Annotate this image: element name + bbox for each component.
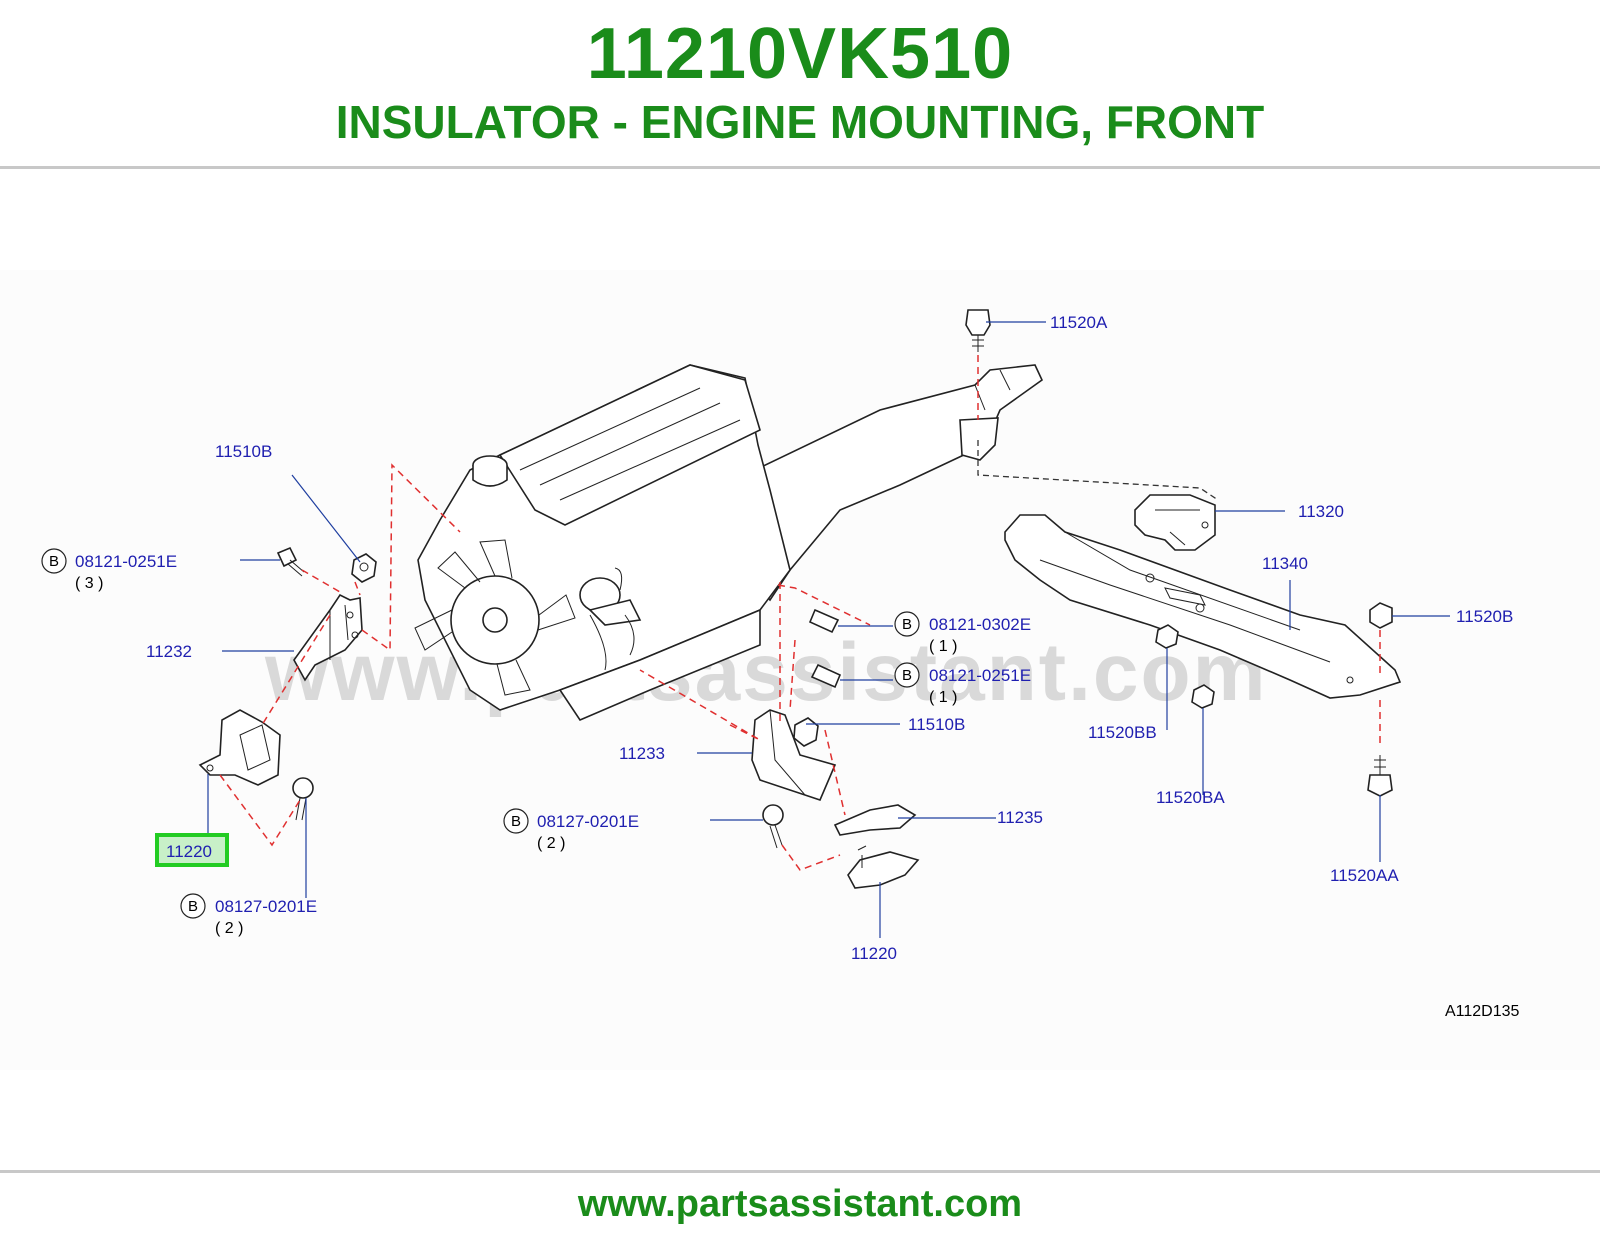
- left-mount-parts: [198, 463, 461, 847]
- insulator-11220-left-shape: [198, 709, 281, 786]
- crossmember-assembly: [965, 309, 1402, 797]
- parts-diagram: www.partsassistant.com: [0, 270, 1600, 1070]
- bolt-part-number[interactable]: 08121-0251E: [75, 552, 177, 571]
- bolt-callout-08121-0251e-b[interactable]: B 08121-0251E ( 1 ): [840, 662, 1031, 706]
- label-11233[interactable]: 11233: [619, 744, 665, 763]
- bracket-11232-shape: [293, 593, 363, 682]
- footer-site-link[interactable]: www.partsassistant.com: [577, 1183, 1023, 1225]
- footer-divider: [0, 1170, 1600, 1173]
- badge-circle: [180, 893, 206, 919]
- label-11340[interactable]: 11340: [1262, 554, 1308, 573]
- badge-letter: B: [188, 898, 198, 915]
- label-11232[interactable]: 11232: [146, 642, 192, 661]
- nut-11510b-top-shape: [351, 553, 377, 583]
- leader-lines: [207, 321, 1450, 938]
- badge-circle: [894, 611, 920, 637]
- badge-circle: [894, 662, 920, 688]
- bolt-part-number[interactable]: 08121-0251E: [929, 666, 1031, 685]
- engine-assembly-drawing: [414, 364, 1044, 721]
- badge-letter: B: [49, 553, 59, 570]
- right-mount-parts: [639, 582, 920, 889]
- bolt-callout-08121-0251e-a[interactable]: B 08121-0251E ( 3 ): [41, 548, 177, 592]
- label-11520bb[interactable]: 11520BB: [1088, 723, 1157, 742]
- crossmember-11340-shape: [1004, 514, 1402, 699]
- header-divider: [0, 166, 1600, 169]
- bolt-part-number[interactable]: 08121-0302E: [929, 615, 1031, 634]
- badge-circle: [41, 548, 67, 574]
- highlight-box: [155, 833, 229, 867]
- label-11510b-mid[interactable]: 11510B: [908, 715, 965, 734]
- rear-mount-11320-shape: [1134, 494, 1216, 551]
- label-11510b-top[interactable]: 11510B: [215, 442, 272, 461]
- diagram-canvas: www.partsassistant.com: [41, 309, 1520, 1020]
- label-11520b[interactable]: 11520B: [1456, 607, 1513, 626]
- badge-circle: [503, 808, 529, 834]
- badge-letter: B: [511, 813, 521, 830]
- label-11235[interactable]: 11235: [997, 808, 1043, 827]
- badge-letter: B: [902, 616, 912, 633]
- label-11320[interactable]: 11320: [1298, 502, 1344, 521]
- label-11220-bottom[interactable]: 11220: [851, 944, 897, 963]
- label-11520a[interactable]: 11520A: [1050, 313, 1108, 332]
- badge-letter: B: [902, 667, 912, 684]
- part-number-title: 11210VK510: [586, 14, 1014, 94]
- bolt-quantity: ( 1 ): [929, 638, 957, 655]
- bolt-quantity: ( 2 ): [215, 920, 243, 937]
- bolt-part-number[interactable]: 08127-0201E: [215, 897, 317, 916]
- bolt-callout-08127-0201e-b[interactable]: B 08127-0201E ( 2 ): [180, 893, 317, 937]
- bolt-quantity: ( 1 ): [929, 689, 957, 706]
- bolt-quantity: ( 3 ): [75, 575, 103, 592]
- part-description: INSULATOR - ENGINE MOUNTING, FRONT: [335, 96, 1265, 148]
- bolt-part-number[interactable]: 08127-0201E: [537, 812, 639, 831]
- page-header: 11210VK510 INSULATOR - ENGINE MOUNTING, …: [0, 0, 1600, 168]
- bolt-callout-08121-0302e[interactable]: B 08121-0302E ( 1 ): [838, 611, 1031, 655]
- watermark-text: www.partsassistant.com: [264, 627, 1268, 718]
- insulator-11220-right-shape: [847, 851, 920, 889]
- highlighted-part-11220[interactable]: 11220: [155, 833, 229, 867]
- bolt-callout-08127-0201e-a[interactable]: B 08127-0201E ( 2 ): [503, 808, 639, 852]
- label-11220-highlighted[interactable]: 11220: [166, 842, 212, 861]
- bolt-quantity: ( 2 ): [537, 835, 565, 852]
- label-11520ba[interactable]: 11520BA: [1156, 788, 1225, 807]
- diagram-code: A112D135: [1445, 1003, 1520, 1020]
- label-11520aa[interactable]: 11520AA: [1330, 866, 1399, 885]
